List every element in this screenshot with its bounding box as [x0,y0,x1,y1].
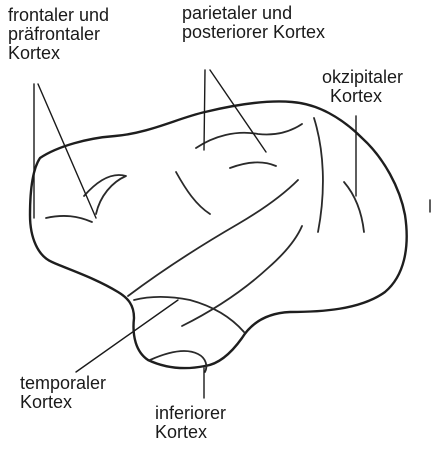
sylvian-fissure [128,180,298,296]
label-inferior-line1: inferiorer [155,404,226,423]
leader-parietal-b [210,70,266,152]
label-frontal: frontaler und präfrontaler Kortex [8,6,109,63]
label-temporal-line2: Kortex [20,393,106,412]
lunate-sulcus [314,118,323,232]
label-inferior-line2: Kortex [155,423,226,442]
label-frontal-line1: frontaler und [8,6,109,25]
label-temporal-line1: temporaler [20,374,106,393]
parietal-sulcus-small [230,162,276,168]
label-inferior: inferiorer Kortex [155,404,226,442]
label-parietal: parietaler und posteriorer Kortex [182,4,325,42]
leader-frontal-b [38,84,96,218]
principal-sulcus [46,216,92,222]
arcuate-sulcus [84,175,126,214]
superior-temporal-sulcus [182,226,302,326]
label-occipital-line1: okzipitaler [322,68,403,87]
occipital-sulcus [344,182,364,232]
label-parietal-line1: parietaler und [182,4,325,23]
label-occipital: okzipitaler Kortex [322,68,403,106]
leader-temporal [76,300,178,372]
label-frontal-line3: Kortex [8,44,109,63]
label-frontal-line2: präfrontaler [8,25,109,44]
label-temporal: temporaler Kortex [20,374,106,412]
temporal-lobe-contour [134,297,244,332]
leader-parietal-a [204,70,205,150]
central-sulcus [176,172,210,214]
label-occipital-line2: Kortex [322,87,403,106]
label-parietal-line2: posteriorer Kortex [182,23,325,42]
